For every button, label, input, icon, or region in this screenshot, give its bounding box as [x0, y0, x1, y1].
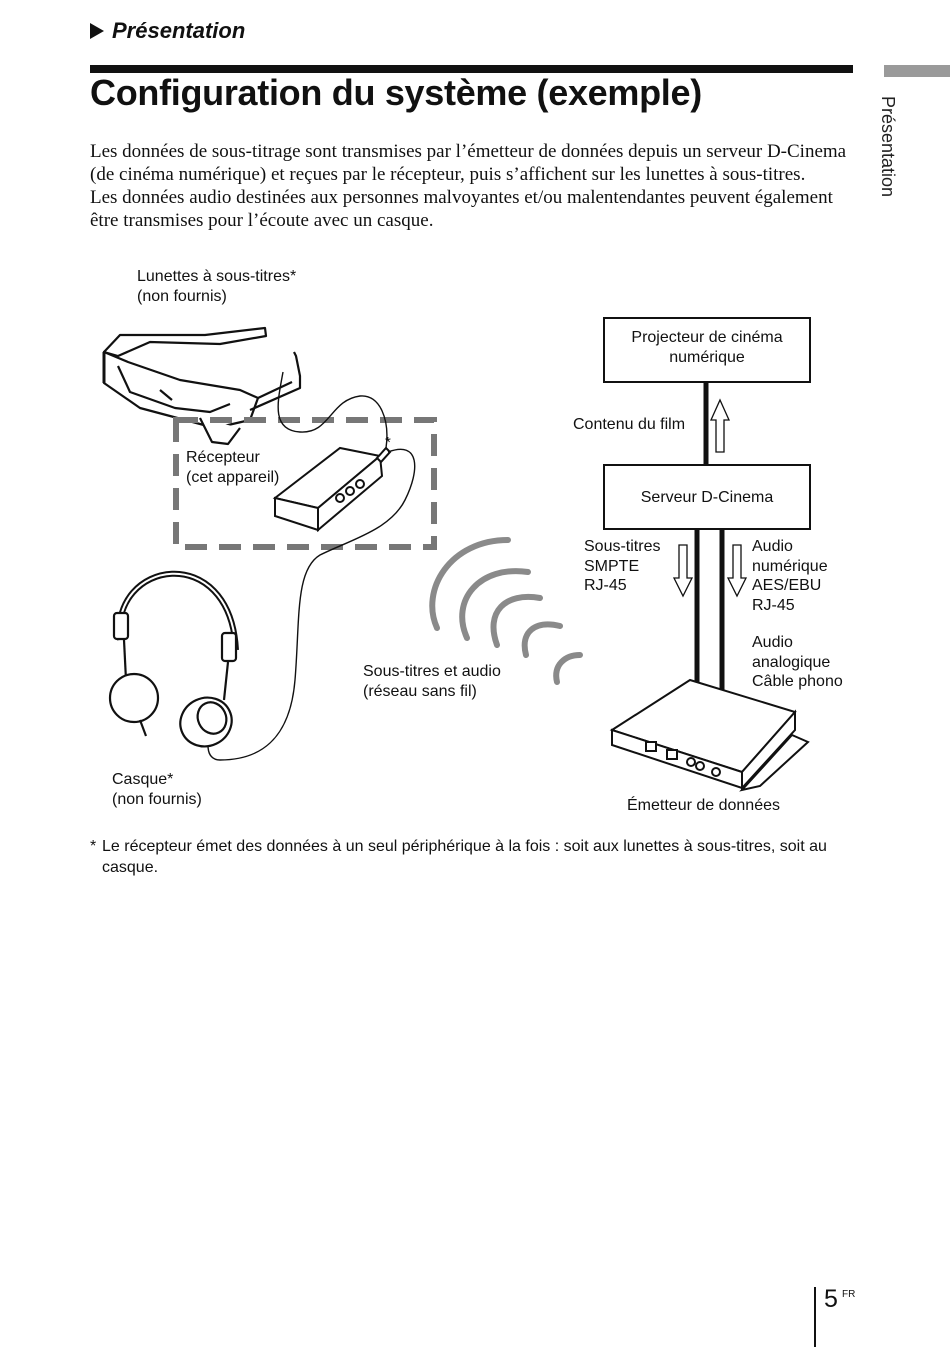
page-language: FR	[842, 1289, 856, 1300]
data-transmitter-illustration	[609, 678, 810, 792]
page-number: 5	[824, 1285, 838, 1313]
headphones-label: Casque* (non fournis)	[112, 771, 202, 808]
wireless-waves-icon	[429, 537, 583, 685]
intro-text: Les données de sous-titrage sont transmi…	[90, 140, 850, 232]
page-title: Configuration du système (exemple)	[90, 72, 702, 113]
side-tab-bar	[884, 65, 950, 77]
title-rule	[90, 65, 853, 73]
footnote: * Le récepteur émet des données à un seu…	[90, 836, 860, 878]
side-tab: Présentation	[877, 96, 917, 236]
intro-paragraph-1: Les données de sous-titrage sont transmi…	[90, 141, 847, 185]
headphones-illustration	[108, 570, 239, 748]
projector-box	[603, 317, 811, 383]
arrow-down-icon	[726, 544, 748, 598]
footnote-marker: *	[90, 838, 97, 855]
digital-audio-label: Audio numérique AES/EBU RJ-45	[752, 538, 828, 614]
wireless-label: Sous-titres et audio (réseau sans fil)	[363, 663, 501, 700]
analog-audio-label: Audio analogique Câble phono	[752, 634, 843, 690]
cables	[207, 371, 416, 761]
triangle-bullet-icon	[90, 23, 104, 39]
film-content-label: Contenu du film	[573, 416, 686, 433]
subtitles-label: Sous-titres SMPTE RJ-45	[584, 538, 661, 594]
glasses-label: Lunettes à sous-titres* (non fournis)	[137, 268, 297, 305]
page-number-bar	[814, 1287, 816, 1347]
section-heading-text: Présentation	[112, 18, 246, 43]
receiver-label: Récepteur (cet appareil)	[186, 449, 280, 486]
section-heading: Présentation	[90, 18, 245, 44]
transmitter-label: Émetteur de données	[627, 797, 780, 814]
side-tab-label: Présentation	[878, 96, 898, 198]
arrow-up-icon	[709, 398, 731, 453]
intro-paragraph-2: Les données audio destinées aux personne…	[90, 187, 833, 231]
receiver-asterisk: *	[385, 434, 391, 451]
receiver-dashed-frame	[173, 417, 437, 550]
server-box	[603, 464, 811, 530]
receiver-device-illustration	[272, 446, 392, 533]
projector-label: Projecteur de cinéma numérique	[631, 329, 783, 366]
footnote-text: Le récepteur émet des données à un seul …	[102, 838, 827, 876]
subtitle-glasses-illustration	[102, 326, 302, 446]
system-diagram	[102, 317, 811, 792]
server-label: Serveur D-Cinema	[640, 489, 774, 506]
arrow-down-icon	[672, 544, 694, 598]
